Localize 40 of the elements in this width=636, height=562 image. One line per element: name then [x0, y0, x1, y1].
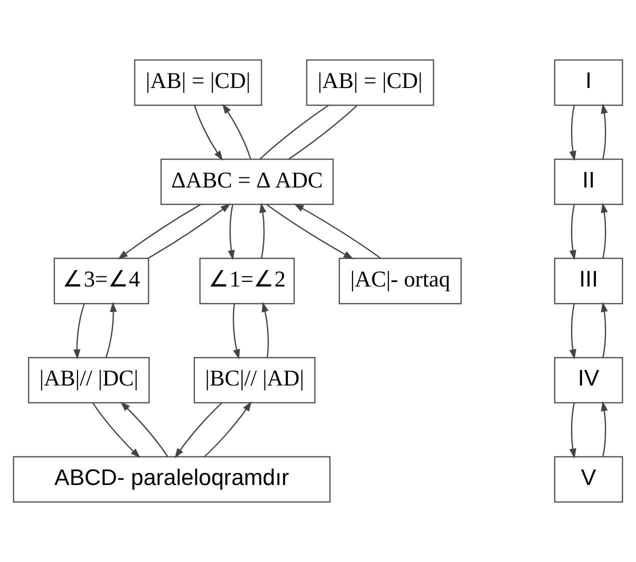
- node-box: I: [554, 59, 624, 106]
- arrow: [148, 203, 231, 259]
- arrow: [92, 402, 140, 458]
- arrow: [600, 202, 608, 258]
- node-box: ∠1=∠2: [199, 258, 295, 304]
- arrow: [222, 104, 252, 160]
- connector: [260, 104, 329, 160]
- arrow: [569, 204, 576, 260]
- arrow: [73, 304, 85, 360]
- node-box: |BC|// |AD|: [194, 356, 316, 404]
- arrow: [259, 202, 266, 258]
- node-box: |AB|// |DC|: [28, 356, 150, 404]
- node-box: |AB| = |CD|: [306, 59, 434, 106]
- node-box: ABCD- paraleloqramdır: [12, 456, 331, 503]
- arrow: [600, 302, 608, 358]
- arrow: [294, 204, 382, 259]
- node-box: II: [554, 158, 624, 206]
- arrow: [105, 302, 117, 358]
- node-box: V: [554, 456, 624, 503]
- node-box: |AC|- ortaq: [338, 258, 462, 304]
- arrow: [569, 402, 576, 459]
- arrow: [204, 401, 252, 458]
- arrow: [194, 105, 223, 161]
- arrow: [120, 402, 168, 458]
- node-box: ∠3=∠4: [54, 258, 150, 304]
- arrow: [600, 103, 608, 160]
- arrow: [232, 304, 240, 360]
- arrow: [262, 302, 269, 358]
- arrow: [228, 204, 235, 260]
- arrow: [569, 105, 576, 162]
- arrow: [266, 204, 354, 260]
- arrow: [118, 204, 201, 260]
- node-box: IV: [554, 356, 624, 404]
- node-box: ΔABC = Δ ADC: [160, 158, 334, 206]
- arrow: [600, 401, 608, 457]
- arrow: [174, 402, 222, 458]
- node-box: |AB| = |CD|: [134, 59, 262, 106]
- arrow: [569, 304, 576, 360]
- node-box: III: [554, 258, 624, 304]
- connector: [288, 104, 358, 160]
